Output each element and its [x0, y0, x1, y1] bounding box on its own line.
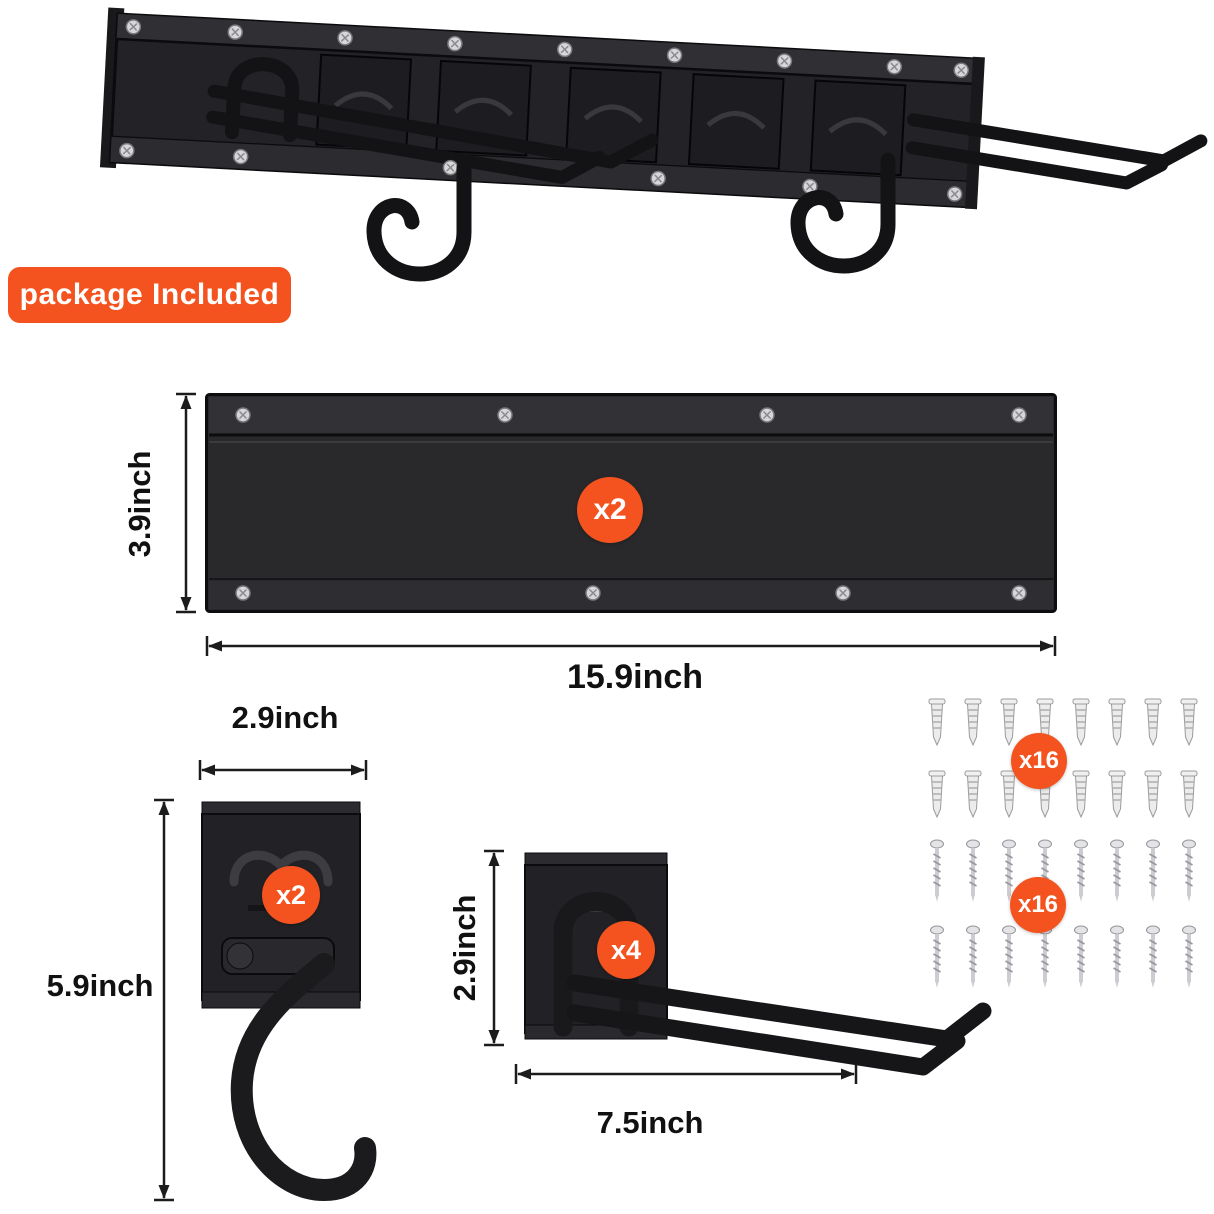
rail-width-label: 15.9inch	[566, 657, 704, 696]
wall-anchors-quantity-badge: x16	[1011, 733, 1067, 789]
s-hook-height-label: 5.9inch	[46, 968, 154, 1003]
double-hook-height-label: 2.9inch	[447, 894, 482, 1002]
rail-height-label: 3.9inch	[122, 450, 157, 558]
s-hook-height-dimension-line	[154, 798, 174, 1202]
screws-quantity-badge: x16	[1010, 877, 1066, 933]
double-hook-height-dimension-line	[484, 849, 504, 1047]
double-hook-length-label: 7.5inch	[596, 1105, 704, 1140]
rail-quantity-badge: x2	[577, 477, 643, 543]
s-hook-illustration	[201, 801, 377, 1202]
s-hook-width-label: 2.9inch	[231, 700, 339, 735]
s-hook-width-dimension-line	[198, 760, 368, 780]
rail-height-dimension-line	[176, 392, 196, 614]
rail-width-dimension-line	[205, 636, 1057, 656]
s-hook-quantity-badge: x2	[262, 866, 320, 924]
double-hook-length-dimension-line	[514, 1064, 858, 1084]
assembled-rack-illustration	[99, 7, 1208, 282]
double-hook-quantity-badge: x4	[597, 921, 655, 979]
package-included-badge: package Included	[8, 267, 291, 323]
